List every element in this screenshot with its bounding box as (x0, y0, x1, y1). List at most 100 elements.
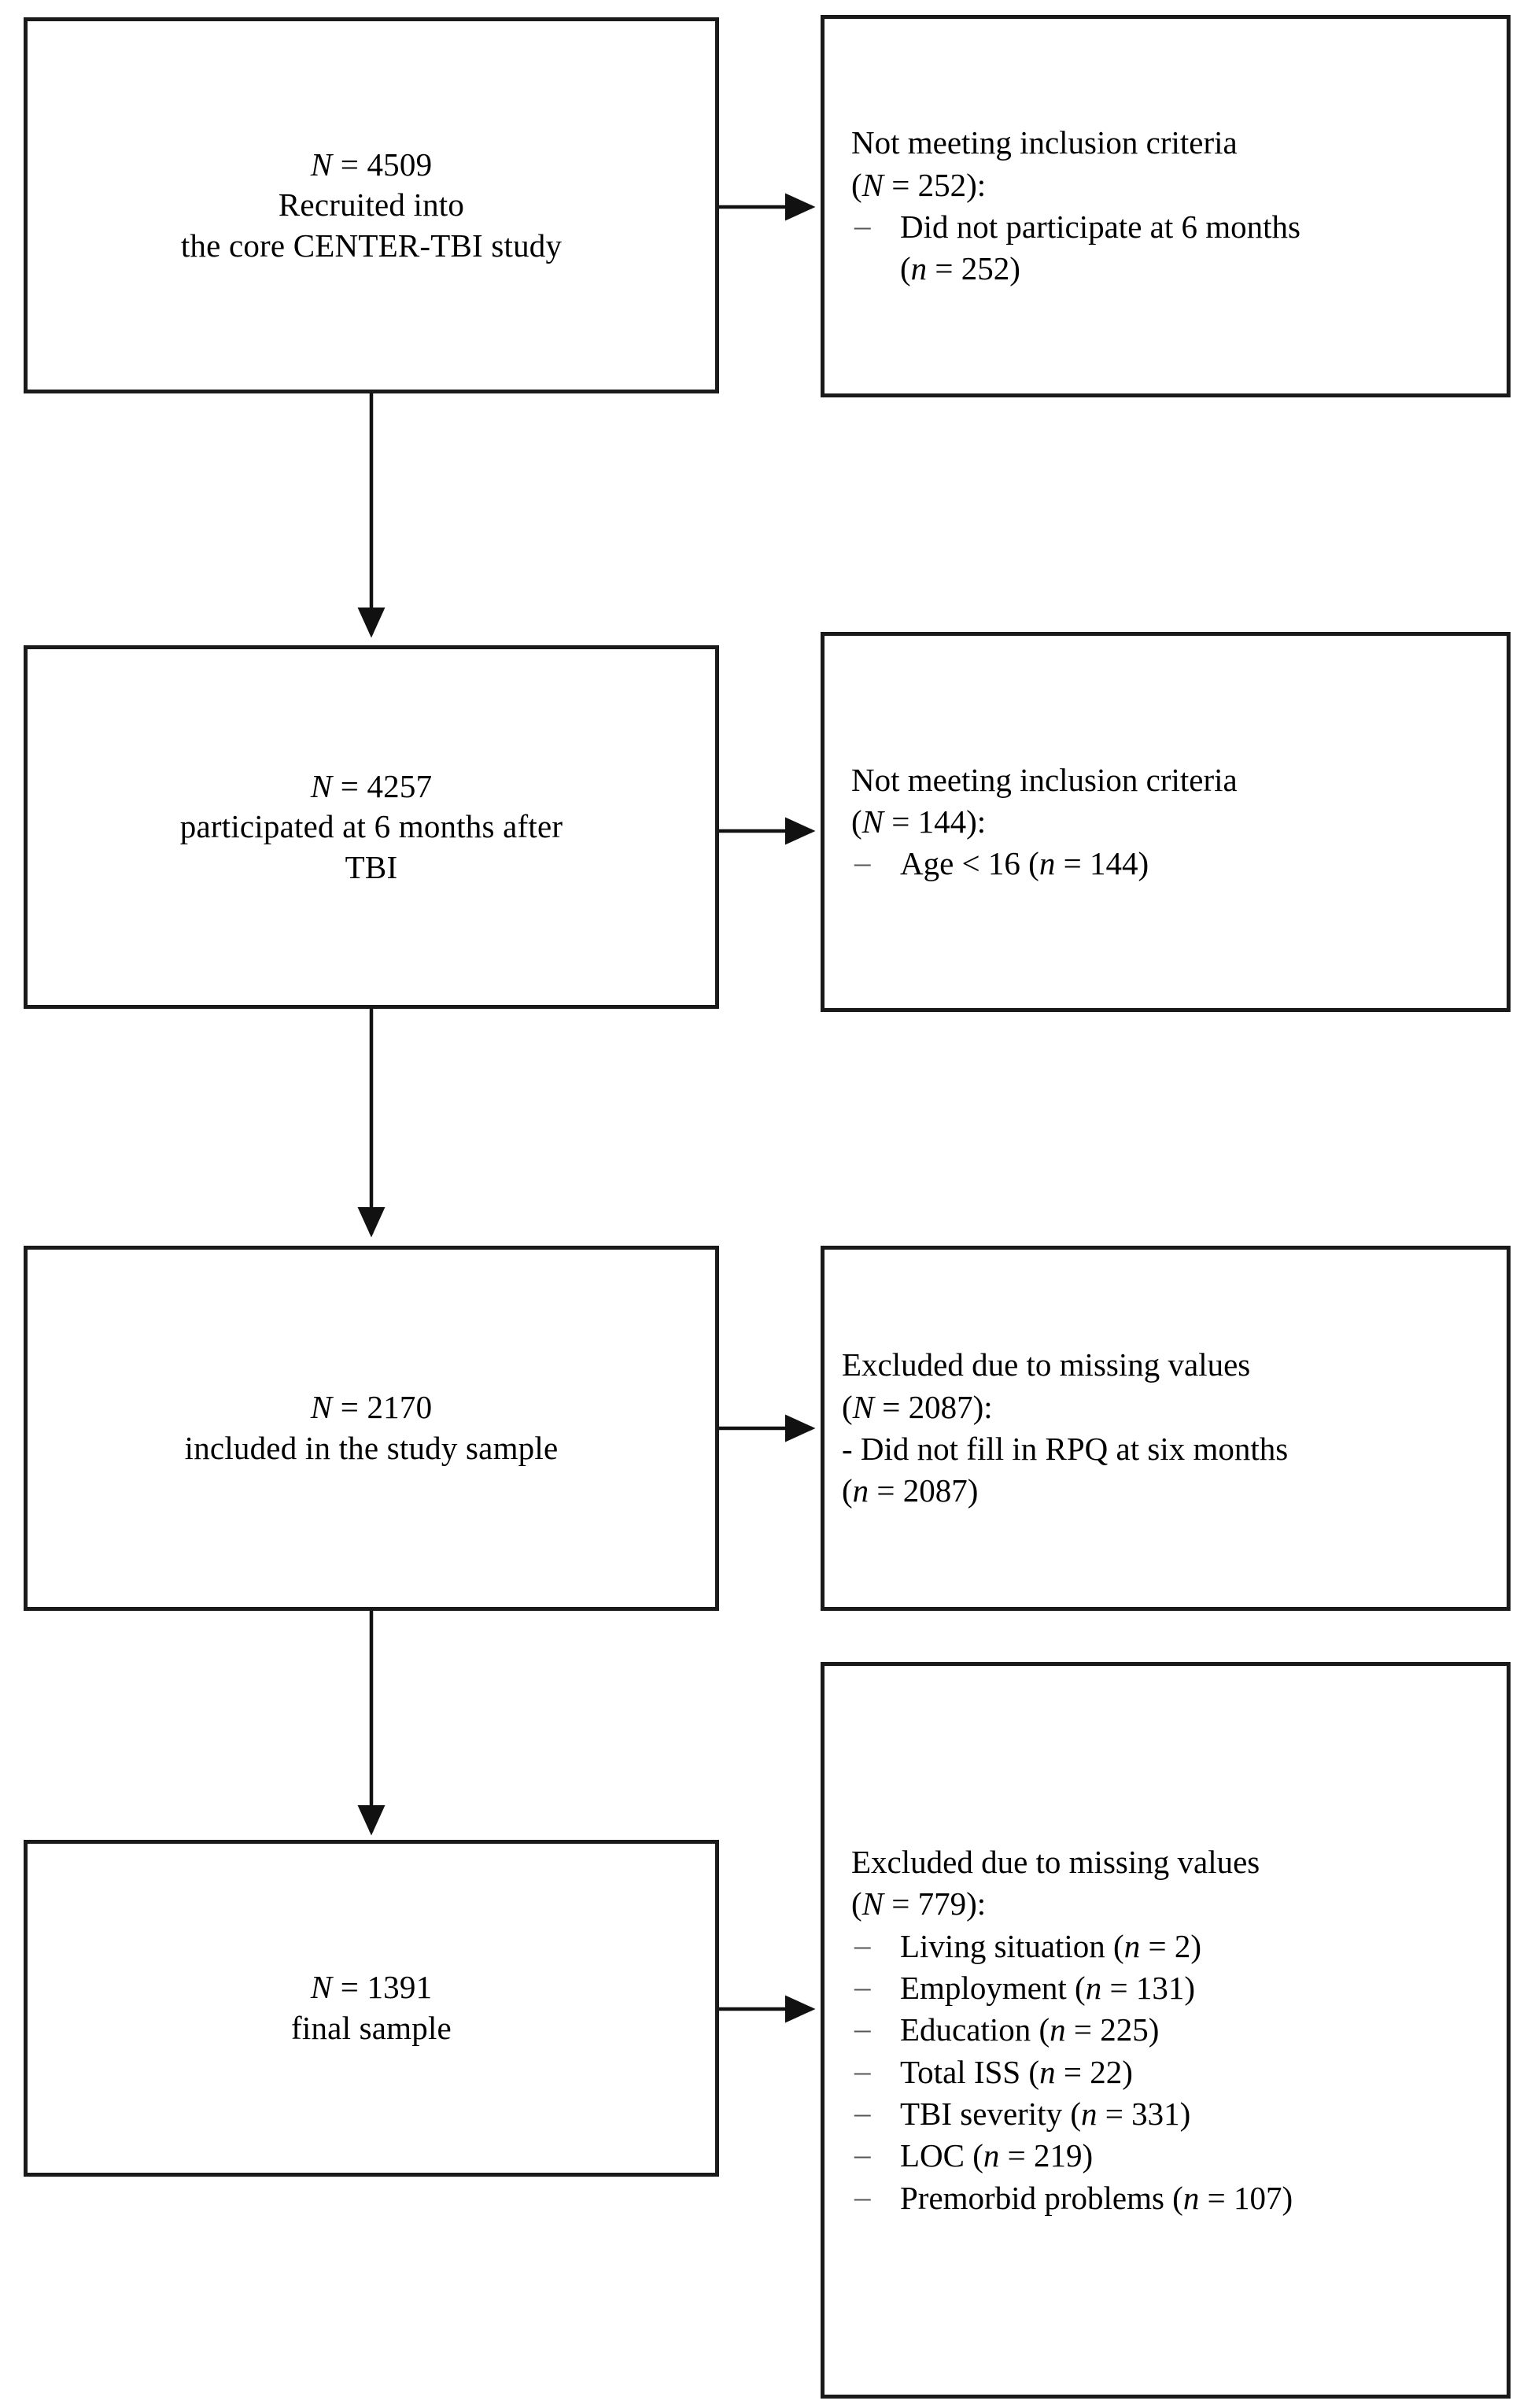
excluded4-reason-list: –Living situation (n = 2) –Employment (n… (851, 1926, 1492, 2219)
excluded4-n-symbol: N (861, 1885, 884, 1922)
excluded3-reason-n-value: = 2087) (869, 1472, 979, 1509)
dash-icon: – (854, 1926, 871, 1963)
excluded2-n-value: = 144): (884, 803, 987, 840)
excluded4-item1-label: Employment ( (900, 1970, 1086, 2007)
excluded2-paren-open: ( (851, 803, 862, 840)
node-excluded-1: Not meeting inclusion criteria (N = 252)… (821, 15, 1511, 397)
excluded4-item5-n-symbol: n (983, 2137, 1000, 2174)
node-excluded-3: Excluded due to missing values (N = 2087… (821, 1246, 1511, 1611)
excluded3-n-symbol: N (852, 1388, 875, 1425)
node-final-sample: N = 1391 final sample (24, 1840, 719, 2177)
final-n-symbol: N (310, 1969, 333, 2006)
excluded3-count: (N = 2087): (842, 1387, 1492, 1428)
excluded1-item0-n-value: = 252) (927, 250, 1020, 287)
excluded4-item5-label: LOC ( (900, 2137, 983, 2174)
excluded4-item3-n-value: = 22) (1055, 2053, 1133, 2090)
excluded1-n-symbol: N (861, 166, 884, 203)
excluded4-item0-label: Living situation ( (900, 1927, 1124, 1964)
list-item: –Age < 16 (n = 144) (851, 843, 1492, 885)
recruited-line3: the core CENTER-TBI study (180, 227, 563, 264)
excluded1-item0-n-symbol: n (910, 250, 928, 287)
excluded4-item6-n-value: = 107) (1199, 2179, 1293, 2216)
list-item: –Did not participate at 6 months (851, 206, 1492, 248)
recruited-n-symbol: N (310, 146, 333, 183)
included-n-value: = 2170 (332, 1389, 433, 1426)
participated-n-symbol: N (310, 767, 333, 804)
participated-line2: participated at 6 months after (179, 808, 563, 845)
excluded2-n-symbol: N (861, 803, 884, 840)
excluded2-reason-list: –Age < 16 (n = 144) (851, 843, 1492, 885)
dash-icon: – (854, 2136, 871, 2173)
excluded4-item0-n-symbol: n (1123, 1927, 1141, 1964)
excluded4-item4-n-symbol: n (1080, 2095, 1098, 2132)
dash-icon: – (854, 844, 871, 881)
node-recruited: N = 4509 Recruited into the core CENTER-… (24, 17, 719, 393)
dash-icon: – (854, 2052, 871, 2089)
recruited-count: N = 4509 (39, 145, 704, 186)
included-count: N = 2170 (39, 1387, 704, 1428)
final-count: N = 1391 (39, 1967, 704, 2008)
list-item: –Premorbid problems (n = 107) (851, 2177, 1492, 2219)
dash-icon: – (854, 2093, 871, 2130)
excluded3-n-value: = 2087): (874, 1388, 993, 1425)
participated-line3: TBI (345, 848, 398, 885)
excluded4-item1-n-symbol: n (1085, 1970, 1102, 2007)
excluded4-item6-n-symbol: n (1182, 2179, 1200, 2216)
excluded4-item4-n-value: = 331) (1097, 2095, 1191, 2132)
excluded1-count: (N = 252): (851, 164, 1492, 206)
excluded4-item3-label: Total ISS ( (900, 2053, 1040, 2090)
node-participated: N = 4257 participated at 6 months after … (24, 645, 719, 1009)
dash-icon: – (854, 2177, 871, 2214)
list-item: –Total ISS (n = 22) (851, 2052, 1492, 2093)
excluded1-item0-count: (n = 252) (851, 248, 1492, 290)
node-excluded-4: Excluded due to missing values (N = 779)… (821, 1662, 1511, 2399)
list-item: –Education (n = 225) (851, 2009, 1492, 2051)
excluded1-item0-paren: ( (900, 250, 911, 287)
dash-icon: – (854, 1968, 871, 2005)
excluded2-heading: Not meeting inclusion criteria (851, 761, 1238, 798)
excluded4-item3-n-symbol: n (1039, 2053, 1056, 2090)
excluded4-item2-n-value: = 225) (1065, 2011, 1160, 2048)
excluded4-paren-open: ( (851, 1885, 862, 1922)
included-line2: included in the study sample (184, 1430, 559, 1466)
excluded3-heading: Excluded due to missing values (842, 1346, 1251, 1383)
list-item: –LOC (n = 219) (851, 2135, 1492, 2177)
dash-icon: – (854, 2010, 871, 2047)
excluded2-item0-n-symbol: n (1038, 845, 1056, 882)
participated-count: N = 4257 (39, 766, 704, 807)
excluded1-paren-open: ( (851, 166, 862, 203)
excluded4-item1-n-value: = 131) (1101, 1970, 1195, 2007)
excluded1-reason-list: –Did not participate at 6 months (851, 206, 1492, 248)
excluded4-item0-n-value: = 2) (1140, 1927, 1201, 1964)
recruited-line2: Recruited into (278, 187, 465, 223)
included-n-symbol: N (310, 1389, 333, 1426)
excluded4-item4-label: TBI severity ( (900, 2095, 1081, 2132)
excluded3-paren-open: ( (842, 1388, 853, 1425)
list-item: –TBI severity (n = 331) (851, 2093, 1492, 2135)
excluded1-n-value: = 252): (884, 166, 987, 203)
node-included: N = 2170 included in the study sample (24, 1246, 719, 1611)
list-item: –Employment (n = 131) (851, 1967, 1492, 2009)
excluded4-item2-label: Education ( (900, 2011, 1050, 2048)
list-item: –Living situation (n = 2) (851, 1926, 1492, 1967)
excluded3-reason-paren: ( (842, 1472, 853, 1509)
excluded3-reason-n-symbol: n (852, 1472, 869, 1509)
excluded1-item0-text: Did not participate at 6 months (900, 209, 1300, 245)
recruited-n-value: = 4509 (332, 146, 433, 183)
excluded1-heading: Not meeting inclusion criteria (851, 124, 1238, 161)
participated-n-value: = 4257 (332, 767, 433, 804)
excluded3-reason-count: (n = 2087) (842, 1470, 1492, 1512)
excluded4-item2-n-symbol: n (1050, 2011, 1066, 2048)
excluded2-count: (N = 144): (851, 801, 1492, 843)
excluded2-item0-label: Age < 16 ( (900, 845, 1039, 882)
dash-icon: – (854, 207, 871, 243)
excluded4-count: (N = 779): (851, 1883, 1492, 1925)
excluded2-item0-n-value: = 144) (1055, 845, 1149, 882)
excluded3-reason-text: - Did not fill in RPQ at six months (842, 1431, 1289, 1467)
final-line2: final sample (291, 2010, 452, 2046)
node-excluded-2: Not meeting inclusion criteria (N = 144)… (821, 632, 1511, 1012)
final-n-value: = 1391 (332, 1969, 433, 2006)
excluded4-item6-label: Premorbid problems ( (900, 2179, 1183, 2216)
excluded4-heading: Excluded due to missing values (851, 1844, 1260, 1881)
